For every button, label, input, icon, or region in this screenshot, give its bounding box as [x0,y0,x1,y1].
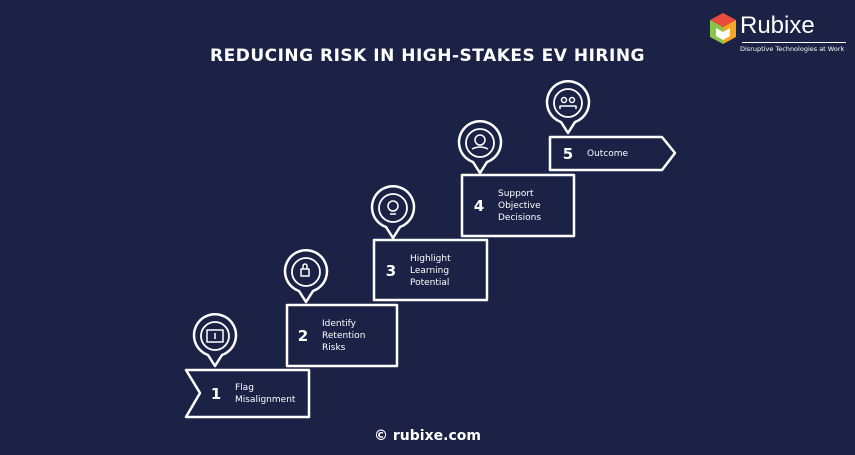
money-hand-icon [474,134,486,146]
footer-credit: © rubixe.com [374,428,481,444]
step-label: Outcome [587,149,629,159]
step-number: 1 [210,385,222,403]
page-title: REDUCING RISK IN HIGH-STAKES EV HIRING [210,46,645,66]
step-2: 2 Identify Retention Risks [292,312,372,360]
logo-divider [742,42,846,43]
step-2-box [285,303,399,368]
team-icon [560,96,568,104]
rubixe-logo: Rubixe Disruptive Technologies at Work [708,12,848,60]
step-5-box [548,135,677,172]
step-number: 2 [297,327,309,345]
logo-name: Rubixe [740,12,815,39]
lock-document-icon [300,268,310,277]
step-4: 4 Support Objective Decisions [468,182,548,230]
pin-3 [370,185,416,240]
pin-1 [192,313,238,368]
book-alert-icon [206,329,224,343]
step-label: Identify Retention Risks [322,319,366,353]
step-1-box [184,368,311,419]
step-label: Highlight Learning Potential [410,254,451,288]
step-number: 3 [385,262,397,280]
pin-2 [283,249,329,304]
step-3: 3 Highlight Learning Potential [380,247,460,295]
step-4-box [460,173,576,238]
lightbulb-icon [387,200,399,212]
step-5: 5 Outcome [557,143,628,165]
step-1: 1 Flag Misalignment [205,378,305,410]
step-number: 5 [562,145,574,163]
pin-5 [545,80,591,135]
cube-logo-icon [710,13,736,44]
logo-tagline: Disruptive Technologies at Work [740,45,845,53]
step-number: 4 [473,197,485,215]
step-label: Flag Misalignment [235,383,296,405]
pin-4 [457,120,503,175]
step-label: Support Objective Decisions [498,189,542,223]
step-3-box [372,238,489,302]
